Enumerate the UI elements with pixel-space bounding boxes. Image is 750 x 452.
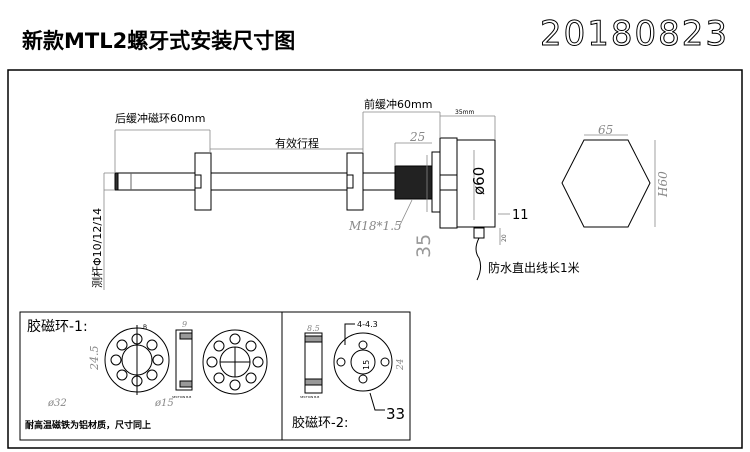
ring1-title: 胶磁环-1: <box>27 318 88 335</box>
housing-length: 35mm <box>455 109 474 116</box>
ring1-section <box>175 329 193 391</box>
front-buffer-label: 前缓冲60mm <box>364 97 432 111</box>
effective-stroke-label: 有效行程 <box>275 136 319 150</box>
ring2-title: 胶磁环-2: <box>292 415 348 431</box>
thread-length: 25 <box>409 130 425 144</box>
dim-11: 11 <box>512 208 529 223</box>
date-code: 20180823 <box>540 14 729 54</box>
ring2-front-view <box>333 323 393 411</box>
dim-35: 35 <box>413 234 435 258</box>
ring1-pcd: 24.5 <box>88 346 101 372</box>
dimension-lines <box>103 111 656 290</box>
ring1-front-view <box>104 325 170 395</box>
ring2-panel <box>281 311 411 441</box>
rear-magnet-ring <box>194 152 212 211</box>
ring1-section-label: SECTION B-B <box>172 395 191 399</box>
housing-diameter: ø60 <box>470 167 488 195</box>
ring1-thickness: 9 <box>182 320 187 329</box>
drawing-frame <box>7 69 743 449</box>
hex-end-view <box>561 139 651 228</box>
thread <box>394 165 433 200</box>
ring1-back-view <box>202 329 268 395</box>
ring2-inner: 15 <box>362 360 371 370</box>
ring2-pcd: 24 <box>396 358 406 371</box>
front-magnet-ring <box>346 152 364 211</box>
ring2-section-label: SECTION B-B <box>300 395 319 399</box>
ring1-section-mark: B <box>143 324 147 331</box>
ring2-section <box>304 332 323 394</box>
cable-note: 防水直出线长1米 <box>488 260 580 275</box>
hex-width: 65 <box>598 123 613 137</box>
ring1-outer-d: ø32 <box>47 398 67 409</box>
cable-gland-dim: 20 <box>501 234 508 242</box>
rear-buffer-label: 后缓冲磁环60mm <box>115 111 205 125</box>
ring1-inner-d: ø15 <box>154 398 174 409</box>
thread-spec: M18*1.5 <box>348 219 402 233</box>
hex-height: H60 <box>656 171 670 198</box>
ring1-note: 耐高温磁铁为铝材质，尺寸同上 <box>25 419 151 431</box>
housing <box>431 137 496 281</box>
drawing-title: 新款MTL2螺牙式安装尺寸图 <box>22 29 295 53</box>
rod-diameter-label: 测杆Φ10/12/14 <box>90 208 104 288</box>
ring2-outer: 33 <box>386 405 405 423</box>
ring2-holes: 4-4.3 <box>357 320 378 329</box>
ring2-thickness: 8.5 <box>307 324 320 333</box>
